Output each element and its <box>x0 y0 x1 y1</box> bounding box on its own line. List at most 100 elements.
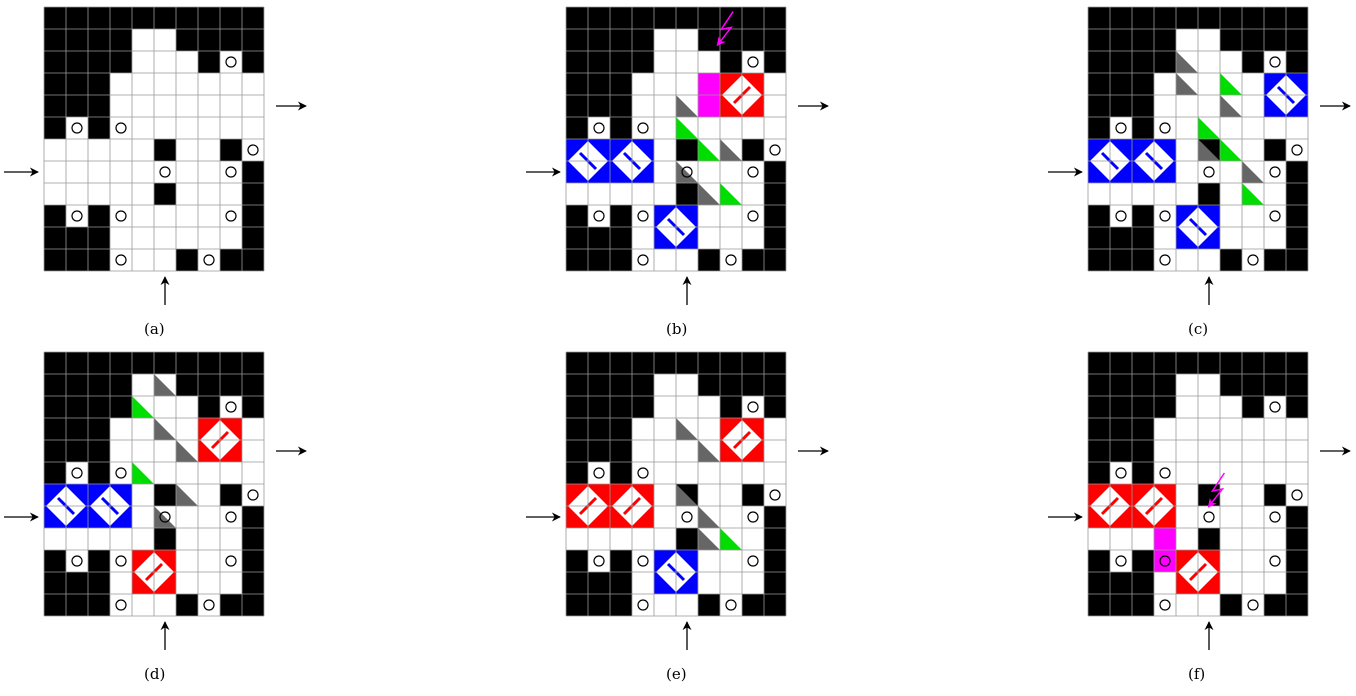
floor-cell <box>1264 51 1286 73</box>
wall-cell <box>110 352 132 374</box>
wall-cell <box>44 396 66 418</box>
wall-cell <box>1110 51 1132 73</box>
wall-cell <box>1088 7 1110 29</box>
floor-cell <box>654 183 676 205</box>
circle-token-icon <box>71 467 83 479</box>
floor-cell <box>632 462 654 484</box>
gray-triangle <box>676 95 698 117</box>
floor-cell <box>1242 418 1264 440</box>
floor-cell <box>1220 117 1242 139</box>
floor-cell <box>110 550 132 572</box>
wall-cell <box>242 205 264 227</box>
wall-cell <box>176 374 198 396</box>
wall-cell <box>610 462 632 484</box>
wall-cell <box>1242 51 1264 73</box>
wall-cell <box>44 440 66 462</box>
floor-cell <box>110 227 132 249</box>
floor-cell <box>198 73 220 95</box>
wall-cell <box>1132 396 1154 418</box>
floor-cell <box>632 528 654 550</box>
circle-token-icon <box>115 467 127 479</box>
floor-cell <box>1176 183 1198 205</box>
wall-cell <box>632 352 654 374</box>
wall-cell <box>566 73 588 95</box>
floor-cell <box>110 594 132 616</box>
wall-cell <box>1132 418 1154 440</box>
wall-cell <box>1110 396 1132 418</box>
wall-cell <box>88 550 110 572</box>
circle-token-icon <box>1203 511 1215 523</box>
wall-cell <box>1264 249 1286 271</box>
wall-cell <box>566 227 588 249</box>
floor-cell <box>1242 506 1264 528</box>
floor-cell <box>132 594 154 616</box>
floor-cell <box>1242 484 1264 506</box>
wall-cell <box>1220 374 1242 396</box>
floor-cell <box>720 249 742 271</box>
circle-token-icon <box>203 599 215 611</box>
floor-cell <box>88 528 110 550</box>
wall-cell <box>1242 29 1264 51</box>
floor-cell <box>198 205 220 227</box>
floor-cell <box>66 117 88 139</box>
floor-cell <box>1198 462 1220 484</box>
wall-cell <box>632 374 654 396</box>
floor-cell <box>654 161 676 183</box>
wall-cell <box>66 7 88 29</box>
gray-triangle <box>176 440 198 462</box>
floor-cell <box>1198 506 1220 528</box>
wall-cell <box>110 396 132 418</box>
wall-cell <box>1132 594 1154 616</box>
wall-cell <box>1154 51 1176 73</box>
wall-cell <box>88 73 110 95</box>
floor-cell <box>1132 183 1154 205</box>
wall-cell <box>632 396 654 418</box>
wall-cell <box>566 51 588 73</box>
circle-token-icon <box>637 210 649 222</box>
floor-cell <box>1110 550 1132 572</box>
wall-cell <box>764 183 786 205</box>
floor-cell <box>220 506 242 528</box>
circle-token-icon <box>593 555 605 567</box>
floor-cell <box>632 183 654 205</box>
floor-cell <box>220 205 242 227</box>
wall-cell <box>88 352 110 374</box>
floor-cell <box>242 484 264 506</box>
wall-cell <box>1088 352 1110 374</box>
floor-cell <box>1110 183 1132 205</box>
floor-cell <box>632 205 654 227</box>
floor-cell <box>1154 594 1176 616</box>
gray-triangle <box>1176 51 1198 73</box>
wall-cell <box>676 139 698 161</box>
wall-cell <box>1132 29 1154 51</box>
wall-cell <box>1110 440 1132 462</box>
wall-cell <box>1176 352 1198 374</box>
wall-cell <box>154 484 176 506</box>
floor-cell <box>1176 139 1198 161</box>
floor-cell <box>176 550 198 572</box>
wall-cell <box>742 7 764 29</box>
gray-triangle <box>698 183 720 205</box>
wall-cell <box>1286 161 1308 183</box>
floor-cell <box>66 528 88 550</box>
floor-cell <box>44 528 66 550</box>
wall-cell <box>66 594 88 616</box>
wall-cell <box>1286 183 1308 205</box>
floor-cell <box>242 73 264 95</box>
floor-cell <box>698 550 720 572</box>
wall-cell <box>610 51 632 73</box>
floor-cell <box>1220 161 1242 183</box>
floor-cell <box>1110 528 1132 550</box>
floor-cell <box>1110 117 1132 139</box>
floor-cell <box>1220 205 1242 227</box>
circle-token-icon <box>225 210 237 222</box>
wall-cell <box>1198 528 1220 550</box>
wall-cell <box>1154 396 1176 418</box>
circle-token-icon <box>593 122 605 134</box>
floor-cell <box>88 161 110 183</box>
green-triangle <box>1242 183 1264 205</box>
floor-cell <box>1088 528 1110 550</box>
wall-cell <box>1242 374 1264 396</box>
floor-cell <box>1220 572 1242 594</box>
wall-cell <box>588 418 610 440</box>
